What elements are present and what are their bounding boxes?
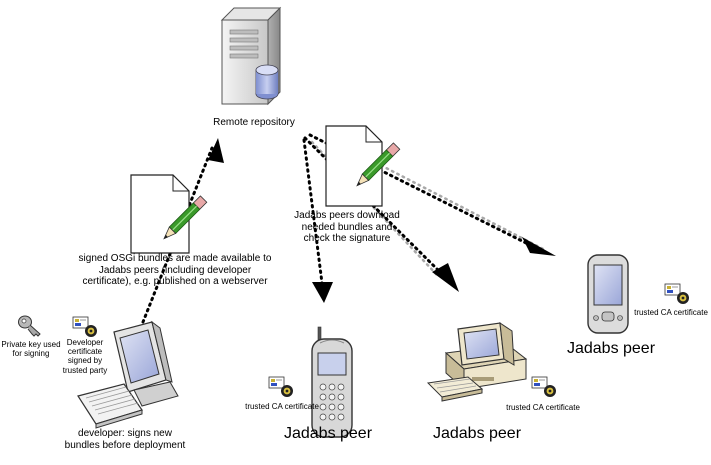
download-arrowhead-pda	[522, 237, 556, 256]
label-trusted-ca-pc: trusted CA certificate	[506, 403, 580, 412]
server-icon	[220, 6, 282, 106]
key-icon	[18, 315, 41, 337]
pencil-icon	[356, 142, 401, 187]
certificate-icon-phone	[268, 376, 293, 397]
desktop-computer-icon-peer	[426, 321, 528, 402]
label-trusted-ca-phone: trusted CA certificate	[245, 402, 319, 411]
label-remote-repository: Remote repository	[213, 117, 295, 128]
upload-arrowhead	[208, 138, 224, 163]
desktop-computer-icon-developer	[77, 320, 179, 429]
certificate-icon-pc	[531, 376, 556, 397]
database-icon	[255, 64, 279, 100]
pencil-icon	[163, 195, 208, 240]
label-signed-bundles: signed OSGi bundles are made available t…	[78, 253, 272, 287]
upload-arrow	[141, 146, 214, 324]
mobile-phone-icon	[311, 326, 353, 438]
signed-document-left	[130, 174, 208, 254]
label-peer-pc: Jadabs peer	[432, 425, 522, 442]
download-arrowhead-pc	[432, 263, 459, 292]
label-developer-certificate: Developer certificate signed by trusted …	[62, 338, 108, 375]
label-download-check: Jadabs peers download needed bundles and…	[294, 210, 400, 244]
label-private-key: Private key used for signing	[1, 340, 61, 359]
signed-document-right	[325, 125, 401, 207]
dotted-path-pda	[326, 136, 547, 252]
download-arrow-phone	[302, 138, 324, 285]
certificate-icon-developer	[72, 316, 97, 337]
download-arrowhead-phone	[312, 282, 333, 303]
label-trusted-ca-pda: trusted CA certificate	[634, 308, 708, 317]
label-peer-pda: Jadabs peer	[566, 340, 656, 357]
certificate-icon-pda	[664, 283, 689, 304]
pda-icon	[587, 254, 629, 334]
label-peer-phone: Jadabs peer	[283, 425, 373, 442]
label-developer: developer: signs new bundles before depl…	[64, 428, 186, 451]
